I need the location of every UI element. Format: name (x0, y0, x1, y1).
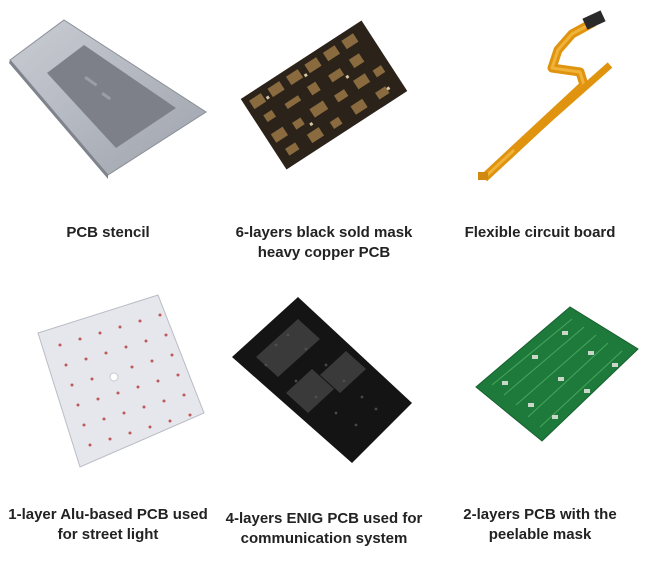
product-caption: 2-layers PCB with the peelable mask (432, 505, 648, 545)
enig-pcb-image (216, 285, 432, 480)
caption-line: PCB stencil (66, 224, 150, 241)
caption-line: peelable mask (488, 526, 592, 543)
caption-line: 1-layer Alu-based PCB used (8, 506, 208, 523)
product-card-green-pcb: 2-layers PCB with the peelable mask (432, 285, 648, 567)
caption-line: Flexible circuit board (464, 224, 616, 241)
caption-line: communication system (240, 530, 408, 547)
product-caption: 6-layers black sold mask heavy copper PC… (216, 223, 432, 263)
caption-line: heavy copper PCB (257, 244, 391, 261)
product-caption: 4-layers ENIG PCB used for communication… (216, 509, 432, 549)
green-pcb-image (432, 285, 648, 480)
caption-line: for street light (57, 526, 159, 543)
alu-pcb-image (0, 285, 216, 480)
product-caption: 1-layer Alu-based PCB used for street li… (0, 505, 216, 545)
caption-line: 4-layers ENIG PCB used for (225, 510, 423, 527)
product-caption: PCB stencil (0, 223, 216, 243)
caption-line: 2-layers PCB with the (463, 506, 617, 523)
product-card-pcb-stencil: PCB stencil (0, 0, 216, 290)
product-card-alu-pcb: 1-layer Alu-based PCB used for street li… (0, 285, 216, 567)
product-card-enig-pcb: 4-layers ENIG PCB used for communication… (216, 285, 432, 567)
product-card-flexible-board: Flexible circuit board (432, 0, 648, 290)
product-card-black-pcb: 6-layers black sold mask heavy copper PC… (216, 0, 432, 290)
flexible-board-image (432, 0, 648, 195)
black-pcb-image (216, 0, 432, 195)
caption-line: 6-layers black sold mask (235, 224, 413, 241)
pcb-stencil-image (0, 0, 216, 195)
product-caption: Flexible circuit board (432, 223, 648, 243)
